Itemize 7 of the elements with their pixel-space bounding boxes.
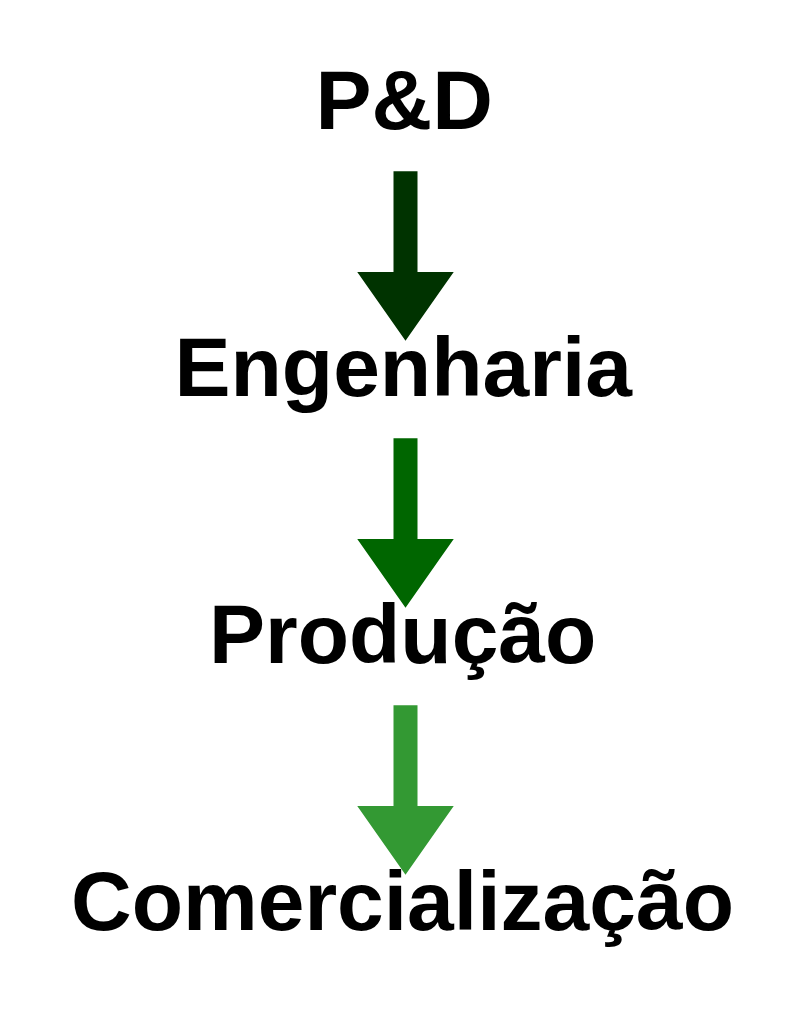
node-text: Comercialização [70,854,734,949]
arrow [356,171,454,341]
node-text: P&D [315,53,493,148]
node-text: Produção [208,587,596,682]
arrow [356,705,454,875]
arrow [356,438,454,608]
node-text: Engenharia [174,320,632,415]
